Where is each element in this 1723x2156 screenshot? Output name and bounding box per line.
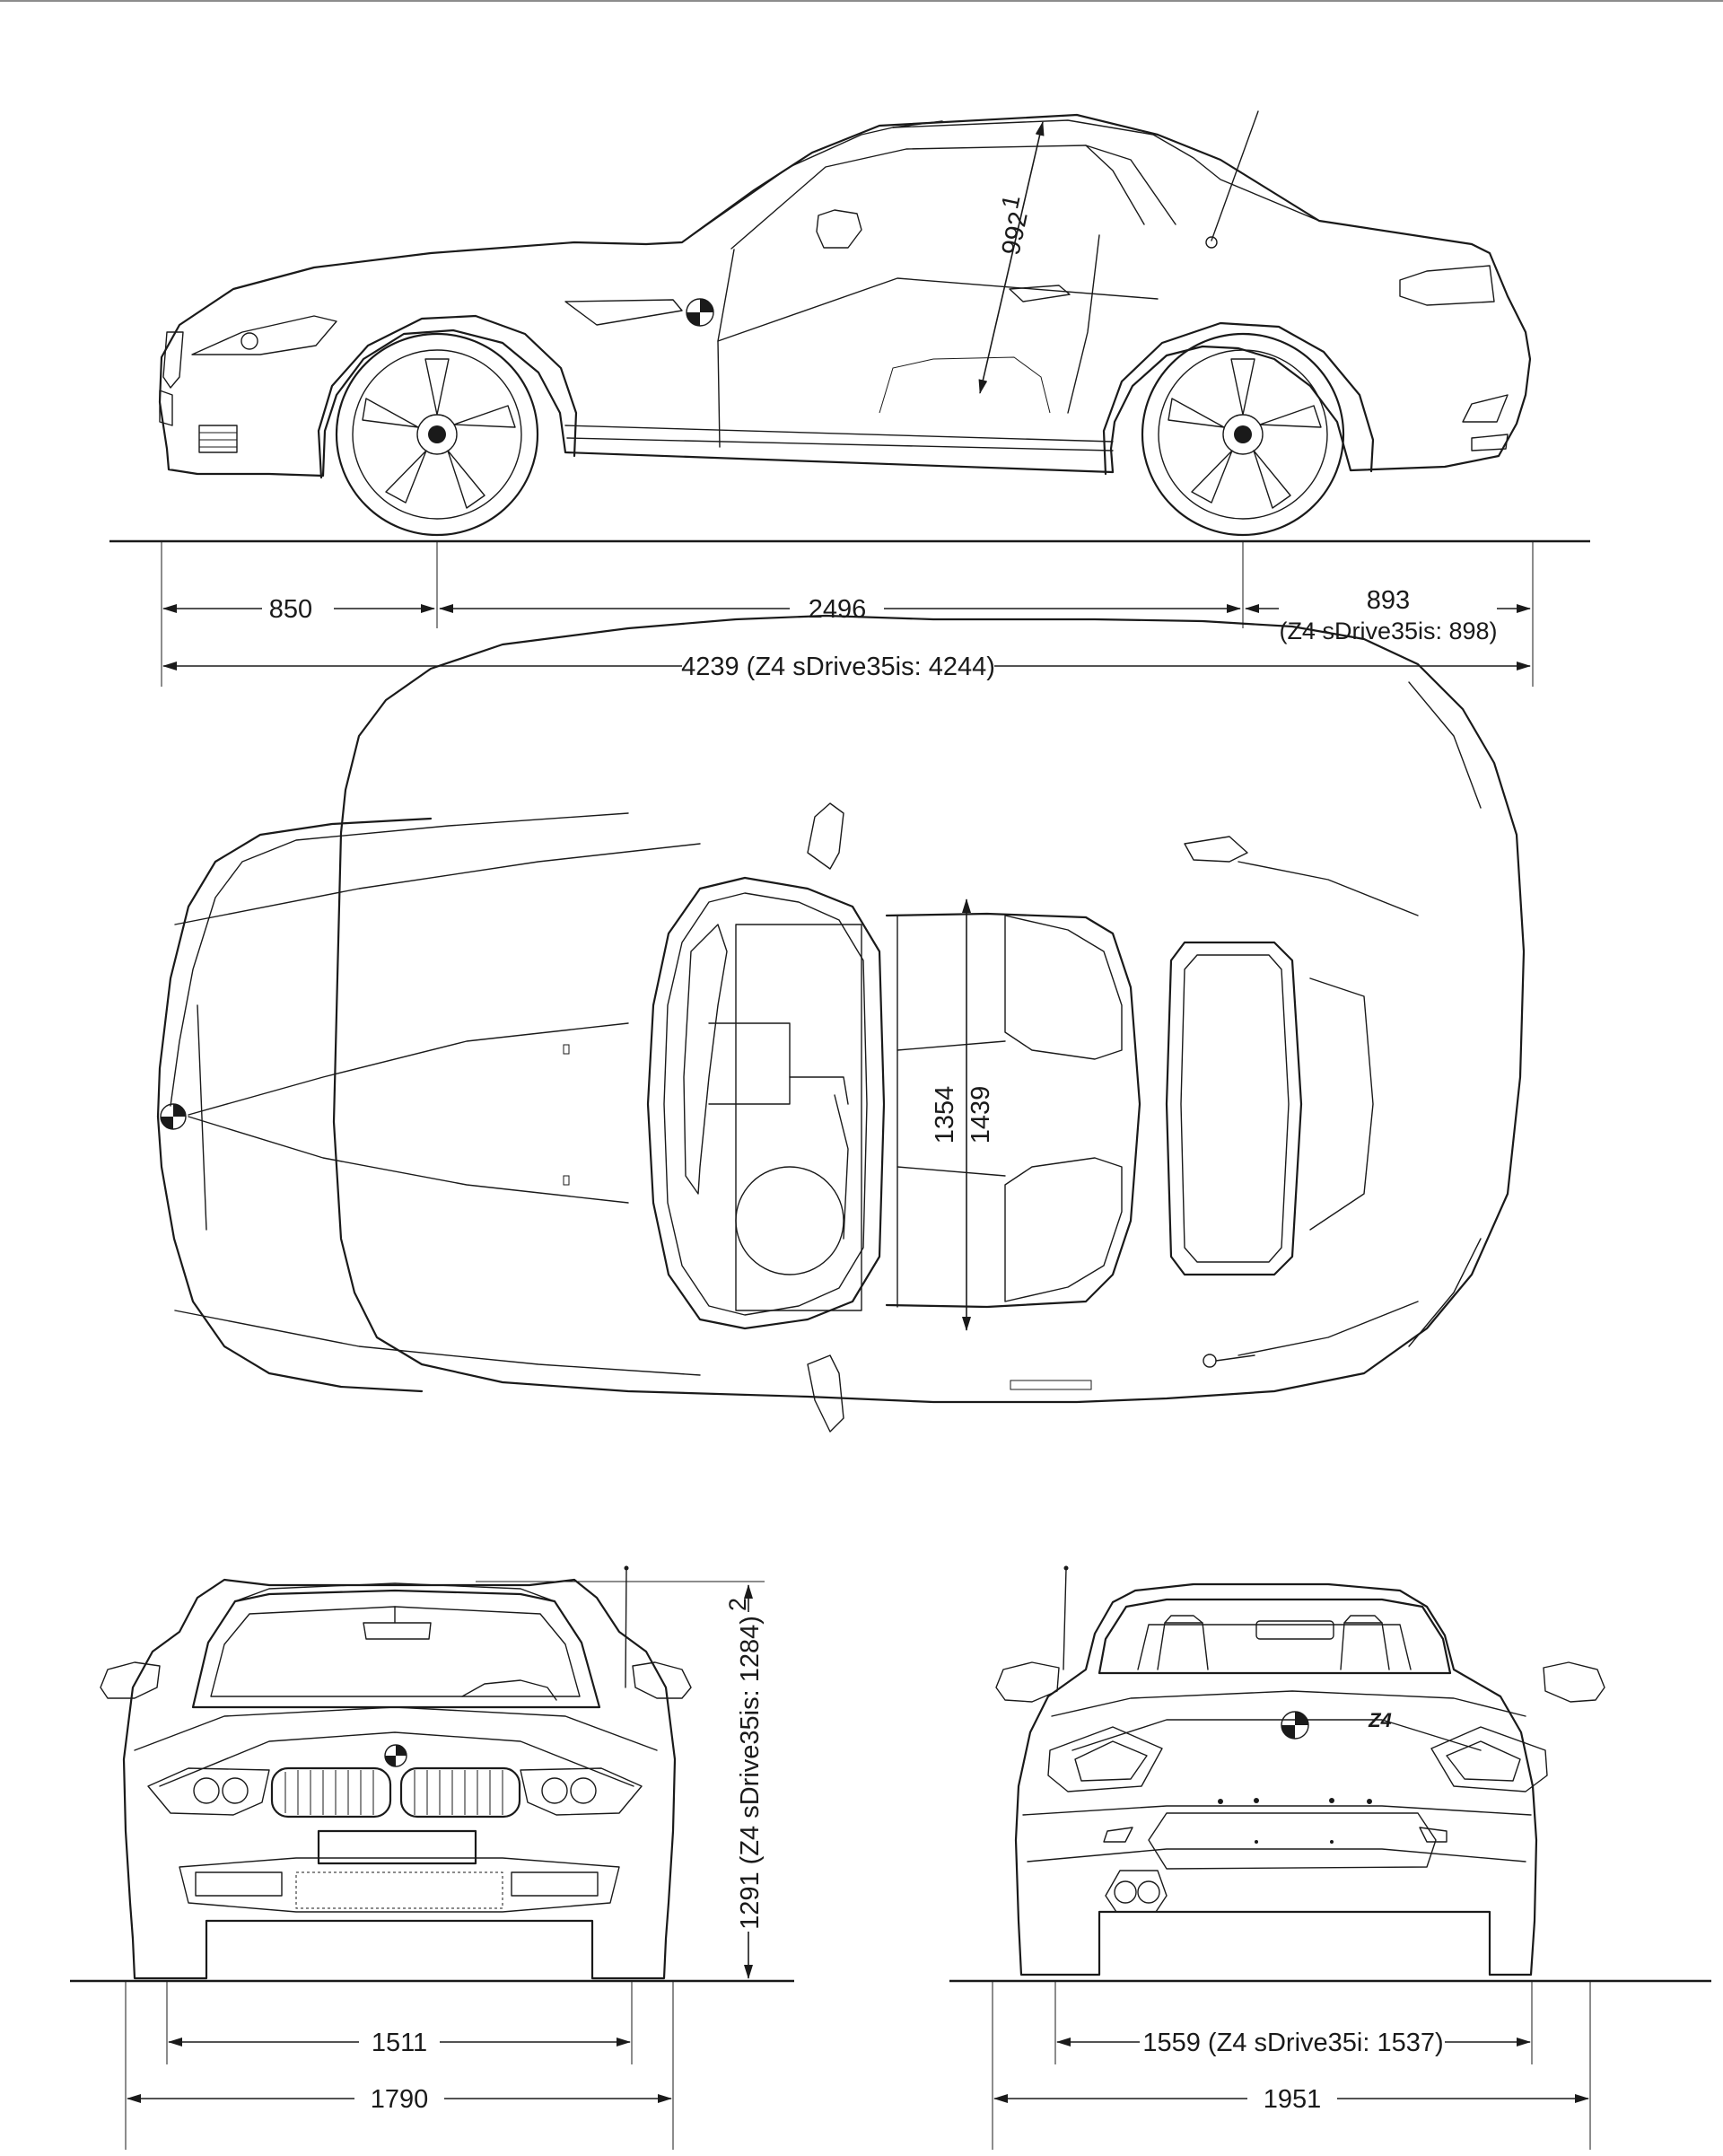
- side-car-body: [158, 110, 1532, 479]
- rear-dimensions: 1559 (Z4 sDrive35i: 1537) 1951: [992, 1981, 1591, 2150]
- front-view: 1291 (Z4 sDrive35is: 1284) 2 1511 1790: [70, 1565, 794, 2150]
- dim-seat-to-roof-label: 992: [997, 209, 1034, 258]
- front-mirror-left: [100, 1661, 161, 1699]
- front-dim-height: 1291 (Z4 sDrive35is: 1284) 2: [476, 1581, 765, 1979]
- dim-height-footnote: 2: [724, 1598, 751, 1611]
- top-view: 1354 1439: [156, 614, 1526, 1433]
- side-view: 992 1 850 2496 893 (Z4 sDrive35is: 898) …: [109, 110, 1590, 687]
- front-car-body: [100, 1565, 692, 1980]
- dim-front-overhang: 850: [269, 595, 312, 624]
- rear-view: Z4: [949, 1565, 1711, 2150]
- front-mirror-right: [632, 1661, 692, 1699]
- side-front-wheel: [335, 332, 539, 537]
- dim-overall-length: 4239 (Z4 sDrive35is: 4244): [681, 653, 995, 681]
- dim-rear-overhang-variant: (Z4 sDrive35is: 898): [1279, 618, 1497, 644]
- dim-front-track: 1511: [372, 2029, 427, 2057]
- dim-rear-width: 1951: [1264, 2085, 1322, 2114]
- front-antenna: [625, 1568, 627, 1688]
- top-dim-interior: 1354 1439: [931, 898, 995, 1331]
- dim-rear-overhang: 893: [1367, 586, 1410, 615]
- side-dim-seat-to-roof: 992 1: [978, 121, 1045, 394]
- top-mirror-right: [807, 1354, 844, 1433]
- rear-model-badge: Z4: [1368, 1709, 1392, 1731]
- dim-interior-width-2: 1439: [966, 1086, 995, 1144]
- rear-antenna: [1063, 1568, 1067, 1670]
- side-dimensions: 850 2496 893 (Z4 sDrive35is: 898) 4239 (…: [161, 541, 1534, 687]
- side-antenna: [1211, 110, 1259, 241]
- rear-mirror-right: [1543, 1661, 1605, 1703]
- rear-car-body: Z4: [995, 1565, 1605, 1976]
- dim-front-width: 1790: [371, 2085, 429, 2114]
- dim-seat-to-roof-footnote: 1: [996, 192, 1025, 211]
- rear-mirror-left: [995, 1661, 1060, 1703]
- dim-height-label: 1291 (Z4 sDrive35is: 1284): [736, 1616, 765, 1930]
- top-mirror-left: [807, 802, 844, 870]
- dim-rear-track: 1559 (Z4 sDrive35i: 1537): [1142, 2029, 1443, 2057]
- side-rear-wheel: [1141, 332, 1345, 537]
- dim-wheelbase: 2496: [809, 595, 867, 624]
- dim-interior-width-1: 1354: [931, 1086, 959, 1144]
- top-car-body: [156, 614, 1526, 1433]
- front-dimensions: 1511 1790: [125, 1981, 674, 2150]
